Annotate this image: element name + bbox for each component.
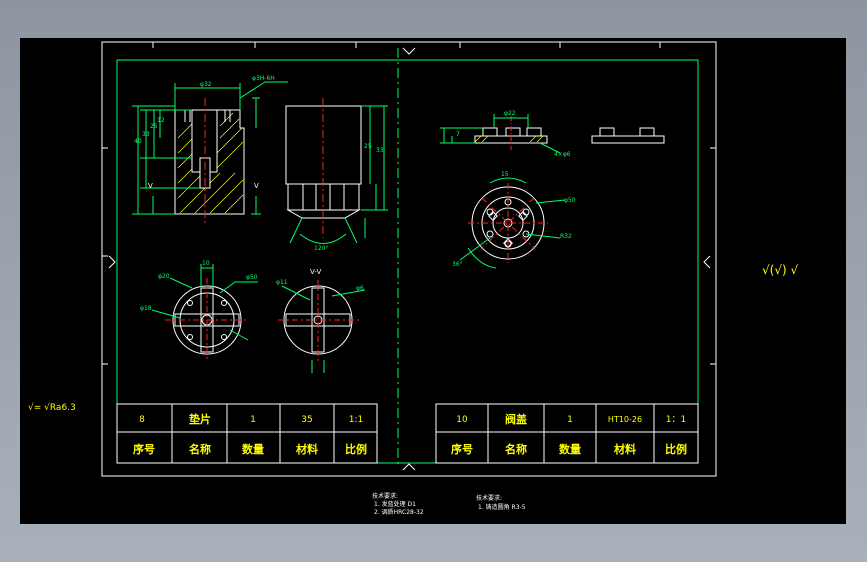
dim-left-d6: φ6 [356, 285, 364, 292]
dim-right-top: φ22 [504, 110, 516, 117]
right-front-hatch [474, 135, 544, 143]
title-block-left [116, 403, 378, 464]
left-top-view [165, 278, 249, 362]
section-marks [148, 196, 261, 215]
left-side-dims [289, 105, 388, 244]
left-header-scale: 比例 [345, 442, 367, 456]
dim-left-side-h4: 33 [376, 147, 384, 154]
right-row-scale: 1：1 [666, 415, 686, 425]
drawing-canvas[interactable]: φ32 φ3H-6H 40 33 25 12 V V [20, 38, 846, 524]
cad-drawing: φ32 φ3H-6H 40 33 25 12 V V [28, 41, 798, 516]
dim-left-d11: φ11 [276, 279, 288, 286]
centering-mark-bottom [402, 463, 416, 471]
left-row-qty: 1 [250, 415, 256, 425]
dim-left-h1: 40 [134, 138, 142, 145]
left-top-dims [151, 264, 258, 341]
centering-mark-top [402, 47, 416, 55]
dim-left-h3: 25 [150, 123, 158, 130]
left-row-no: 8 [139, 415, 145, 425]
sheet-frame [101, 41, 717, 477]
left-row-scale: 1:1 [349, 415, 363, 425]
dim-left-d20: φ20 [158, 273, 170, 280]
notes-left-line2: 2. 调质HRC28-32 [374, 508, 424, 516]
dim-right-d4x6: 4×φ6 [554, 151, 571, 158]
right-header-scale: 比例 [665, 442, 687, 456]
dim-right-r32: R32 [560, 233, 572, 240]
notes-right-title: 技术要求: [476, 494, 502, 502]
right-header-qty: 数量 [559, 442, 581, 456]
right-top-dims [459, 177, 566, 269]
right-row-material: HT10-26 [608, 415, 642, 424]
section-mark-left: V [148, 182, 153, 190]
left-front-dims [132, 81, 288, 215]
notes-left-line1: 1. 发蓝处理 D1 [374, 500, 416, 508]
centering-mark-left [108, 255, 116, 269]
dim-right-h: 7 [456, 131, 460, 138]
right-front-dims [440, 114, 561, 154]
roughness-note-left: √= √Ra6.3 [28, 402, 76, 413]
drawing-border [116, 59, 699, 464]
dim-right-d15: 15 [501, 171, 509, 178]
dim-left-angle: 120° [314, 245, 328, 252]
right-top-view [468, 183, 548, 263]
left-header-material: 材料 [296, 442, 318, 456]
right-front-view [474, 127, 665, 144]
dim-left-top: φ32 [200, 81, 212, 88]
zone-ticks [102, 42, 716, 365]
left-row-material: 35 [301, 415, 312, 425]
dim-left-thread: φ3H-6H [252, 75, 275, 82]
right-row-name: 阀盖 [505, 412, 527, 426]
right-header-material: 材料 [614, 442, 636, 456]
dim-right-a36: 36° [452, 261, 463, 268]
dim-left-side-h5: 25 [364, 143, 372, 150]
centering-mark-right [703, 255, 711, 269]
section-vv-view [278, 280, 360, 362]
section-vv-dims [281, 285, 366, 373]
left-header-qty: 数量 [242, 442, 264, 456]
right-row-qty: 1 [567, 415, 573, 425]
dim-left-d18: φ18 [140, 305, 152, 312]
dim-left-d50: φ50 [246, 274, 258, 281]
section-mark-right: V [254, 182, 259, 190]
right-header-no: 序号 [451, 442, 473, 456]
roughness-note-right: √(√) √ [762, 263, 798, 277]
dim-left-h2: 33 [142, 131, 150, 138]
left-header-name: 名称 [189, 442, 211, 456]
dim-left-h6: 12 [157, 117, 165, 124]
title-block-right [435, 403, 699, 464]
dim-right-d50: φ50 [564, 197, 576, 204]
right-header-name: 名称 [505, 442, 527, 456]
dim-left-d10: 10 [202, 260, 210, 267]
left-header-no: 序号 [133, 442, 155, 456]
left-front-section [174, 98, 245, 223]
section-label: V-V [310, 268, 321, 276]
right-row-no: 10 [456, 415, 468, 425]
notes-right-line1: 1. 铸造圆角 R3-5 [478, 503, 526, 511]
left-row-name: 垫片 [189, 412, 211, 426]
notes-left-title: 技术要求: [372, 492, 398, 500]
